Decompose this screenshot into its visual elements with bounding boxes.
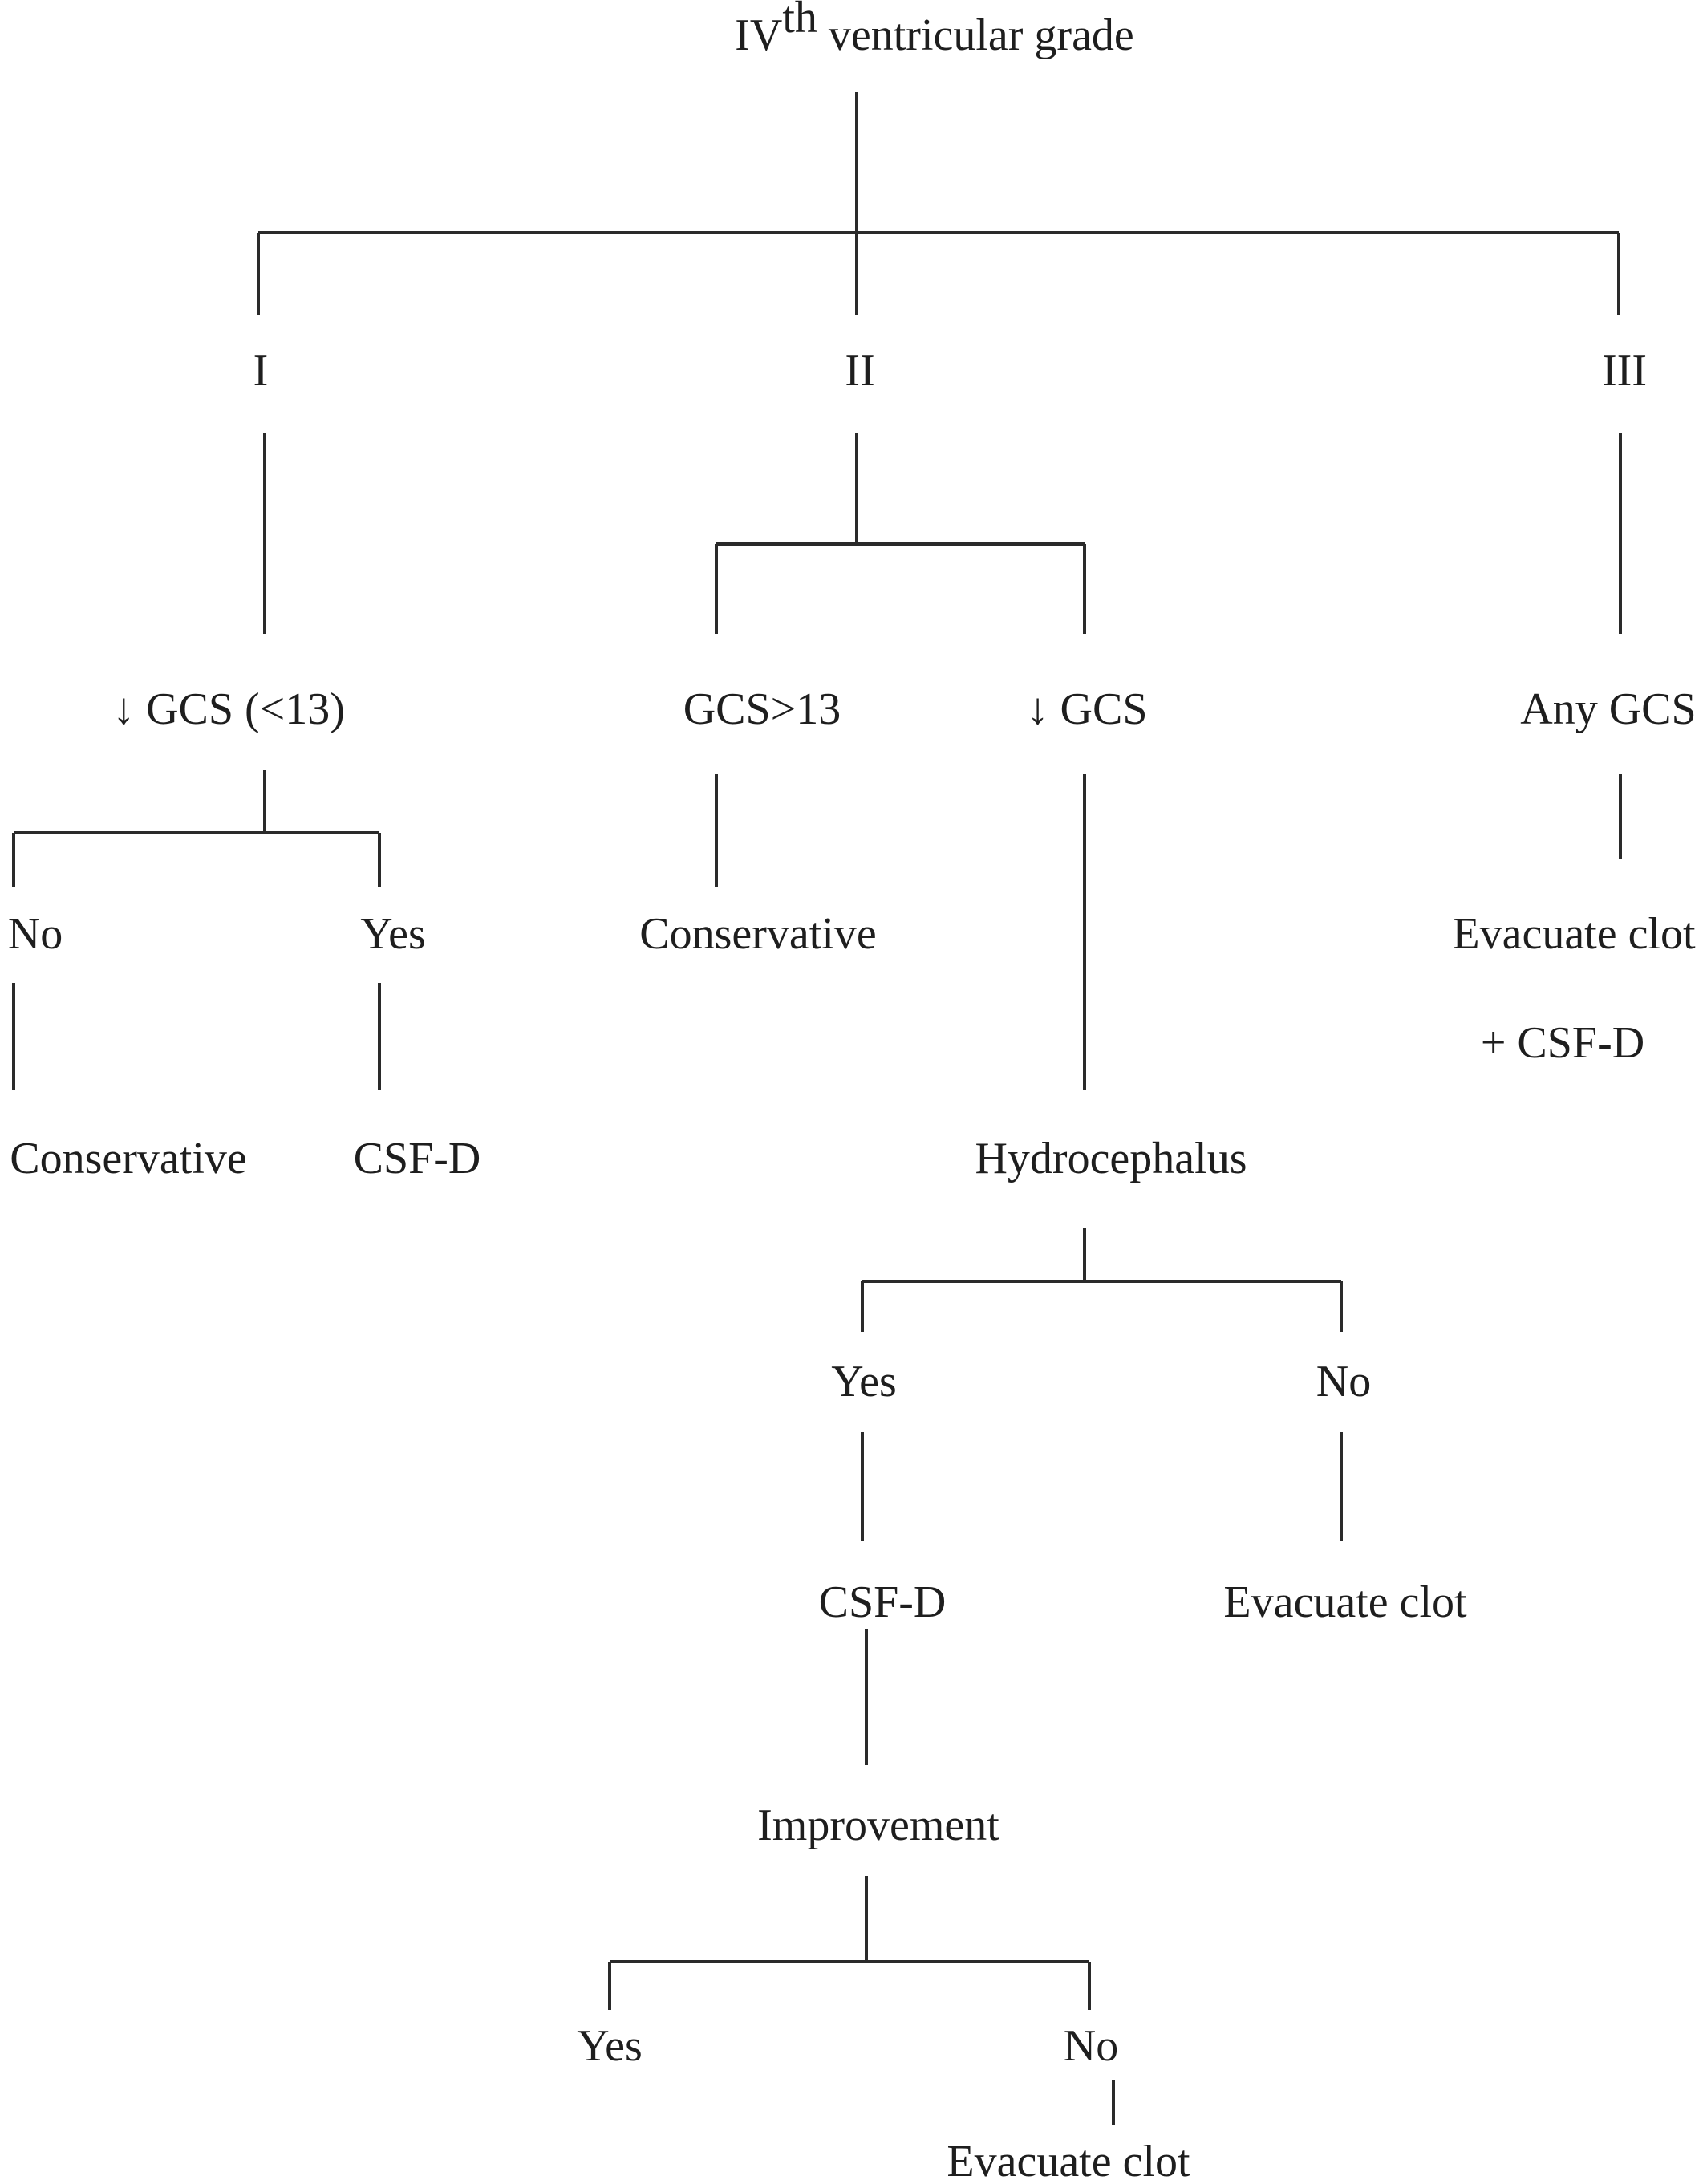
g2-improvement-yes-label: Yes (577, 2021, 642, 2071)
title-rest: ventricular grade (817, 10, 1134, 60)
connectors (12, 92, 1622, 2125)
g2-hydro-yes-outcome-label: CSF-D (819, 1577, 947, 1627)
g3-outcome-line2-label: + CSF-D (1481, 1018, 1644, 1068)
g2-hydrocephalus-label: Hydrocephalus (975, 1134, 1247, 1183)
g2-improvement-label: Improvement (757, 1800, 999, 1850)
g1-yes-label: Yes (360, 909, 425, 959)
g2-improvement-no-label: No (1064, 2021, 1118, 2071)
g2-gcs-high-label: GCS>13 (683, 684, 841, 734)
g1-no-outcome-label: Conservative (10, 1134, 246, 1183)
grade-2-label: II (845, 346, 874, 396)
g2-hydro-no-outcome-label: Evacuate clot (1223, 1577, 1467, 1627)
g3-outcome-line1-label: Evacuate clot (1452, 909, 1696, 959)
g1-gcs-label: ↓ GCS (<13) (112, 684, 345, 734)
title-superscript: th (782, 0, 817, 43)
g2-improvement-no-outcome-label: Evacuate clot (947, 2137, 1190, 2184)
g3-gcs-label: Any GCS (1520, 684, 1696, 734)
g2-hydro-no-label: No (1316, 1357, 1371, 1407)
title-base: IV (735, 10, 782, 60)
g1-no-label: No (8, 909, 63, 959)
diagram-title: IVth ventricular grade (735, 0, 1134, 60)
g2-gcs-high-outcome-label: Conservative (639, 909, 876, 959)
g2-hydro-yes-label: Yes (831, 1357, 896, 1407)
grade-3-label: III (1602, 346, 1647, 396)
g1-yes-outcome-label: CSF-D (354, 1134, 481, 1183)
g2-gcs-low-label: ↓ GCS (1027, 684, 1148, 734)
nodes: I II III ↓ GCS (<13) No Yes Conservative… (8, 346, 1697, 2184)
grade-1-label: I (253, 346, 269, 396)
